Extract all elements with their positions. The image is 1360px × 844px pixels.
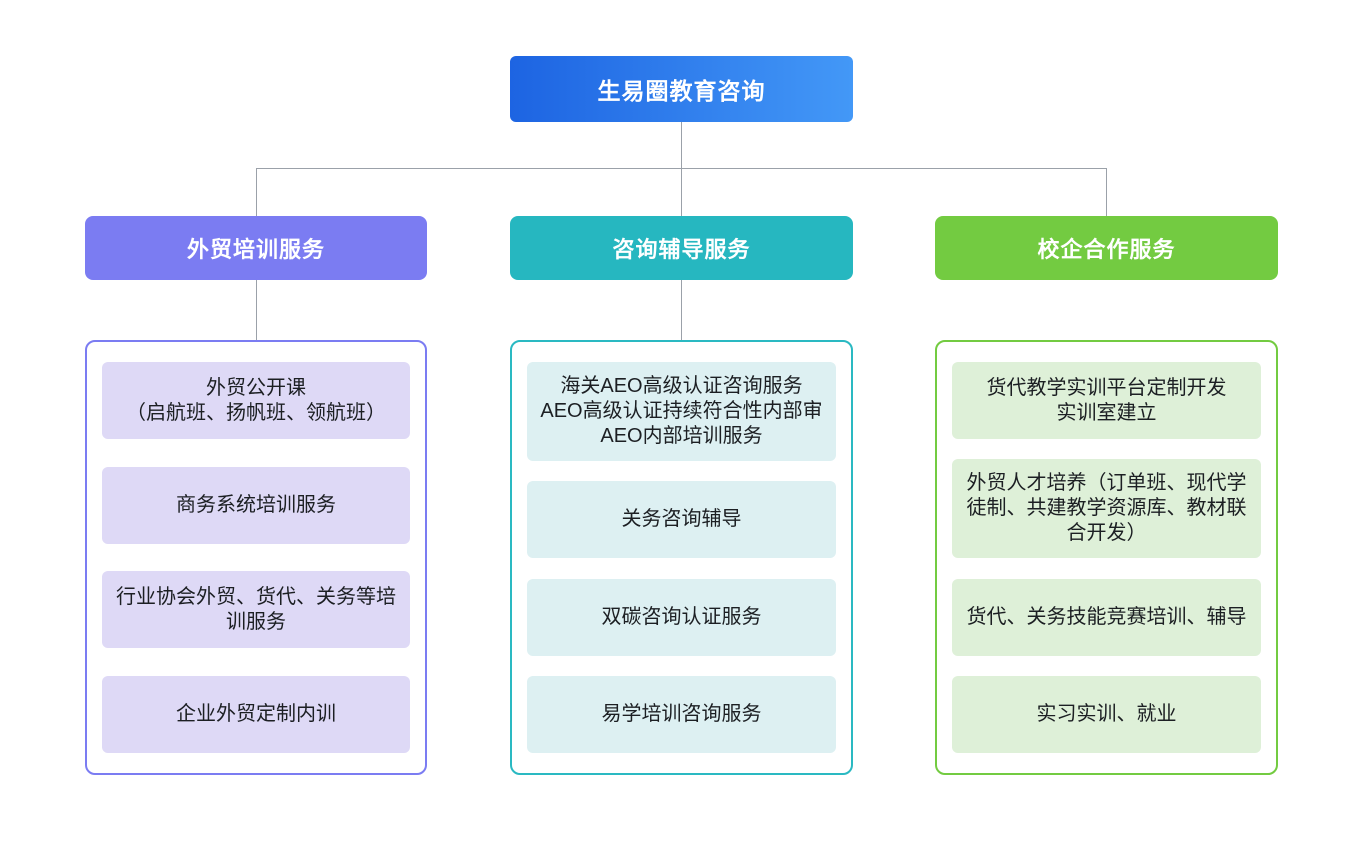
service-item: 双碳咨询认证服务 [527, 578, 836, 656]
branch-group-consulting: 海关AEO高级认证咨询服务 AEO高级认证持续符合性内部审 AEO内部培训服务 … [510, 340, 853, 775]
service-item: 货代、关务技能竞赛培训、辅导 [952, 578, 1261, 656]
service-item: 外贸人才培养（订单班、现代学徒制、共建教学资源库、教材联合开发） [952, 459, 1261, 559]
connector-branch3-vertical [1106, 168, 1107, 216]
branch-group-trade-training: 外贸公开课 （启航班、扬帆班、领航班） 商务系统培训服务 行业协会外贸、货代、关… [85, 340, 427, 775]
branch-header-trade-training: 外贸培训服务 [85, 216, 427, 280]
connector-branch2-sub-vertical [681, 280, 682, 340]
service-item: 外贸公开课 （启航班、扬帆班、领航班） [102, 362, 410, 439]
service-item: 商务系统培训服务 [102, 466, 410, 544]
service-item: 关务咨询辅导 [527, 481, 836, 559]
service-item: 企业外贸定制内训 [102, 675, 410, 753]
connector-branch1-vertical [256, 168, 257, 216]
connector-root-vertical [681, 122, 682, 168]
service-item: 货代教学实训平台定制开发 实训室建立 [952, 362, 1261, 439]
service-item: 海关AEO高级认证咨询服务 AEO高级认证持续符合性内部审 AEO内部培训服务 [527, 362, 836, 461]
branch-header-school-enterprise: 校企合作服务 [935, 216, 1278, 280]
service-item: 实习实训、就业 [952, 675, 1261, 753]
connector-branch2-vertical [681, 168, 682, 216]
branch-header-consulting: 咨询辅导服务 [510, 216, 853, 280]
root-node: 生易圈教育咨询 [510, 56, 853, 122]
connector-branch1-sub-vertical [256, 280, 257, 340]
branch-group-school-enterprise: 货代教学实训平台定制开发 实训室建立 外贸人才培养（订单班、现代学徒制、共建教学… [935, 340, 1278, 775]
service-item: 易学培训咨询服务 [527, 675, 836, 753]
service-item: 行业协会外贸、货代、关务等培训服务 [102, 571, 410, 649]
